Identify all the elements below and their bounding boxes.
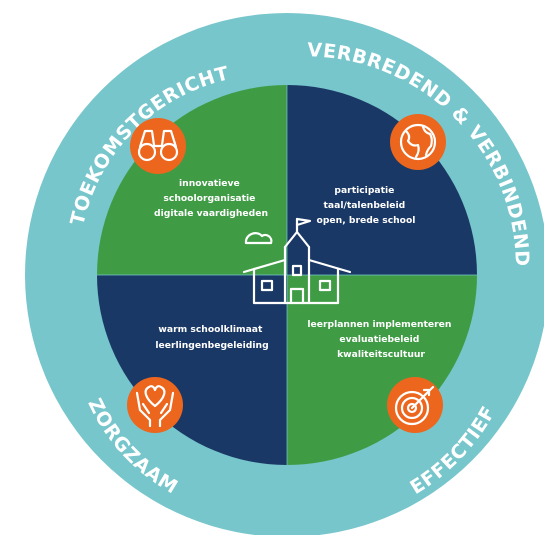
quadrant-bottom-left-text: warm schoolklimaat leerlingenbegeleiding — [155, 324, 268, 351]
quadrant-text-line: leerplannen implementeren — [307, 319, 451, 330]
target-arrow-icon — [387, 377, 443, 433]
quadrant-text-line: digitale vaardigheden — [154, 208, 268, 219]
quadrant-text-line: evaluatiebeleid — [339, 334, 419, 345]
quadrant-text-line: innovatieve — [179, 178, 240, 189]
school-building-icon — [242, 217, 352, 305]
quadrant-text-line: kwaliteitscultuur — [337, 349, 425, 360]
quadrant-text-line: schoolorganisatie — [163, 193, 255, 204]
quadrant-top-left-text: innovatieve schoolorganisatie digitale v… — [154, 178, 268, 219]
quadrant-top-right-text: participatie taal/talenbeleid open, bred… — [317, 185, 416, 226]
quadrant-text-line: leerlingenbegeleiding — [155, 340, 268, 351]
globe-icon — [390, 114, 446, 170]
heart-in-hands-icon — [127, 377, 183, 433]
binoculars-icon — [130, 118, 186, 174]
quadrant-text-line: participatie — [334, 185, 394, 196]
quadrant-text-line: warm schoolklimaat — [158, 324, 263, 335]
quadrant-text-line: open, brede school — [317, 215, 416, 226]
quadrant-bottom-right-text: leerplannen implementeren evaluatiebelei… — [307, 319, 454, 360]
quadrant-text-line: taal/talenbeleid — [324, 200, 406, 211]
